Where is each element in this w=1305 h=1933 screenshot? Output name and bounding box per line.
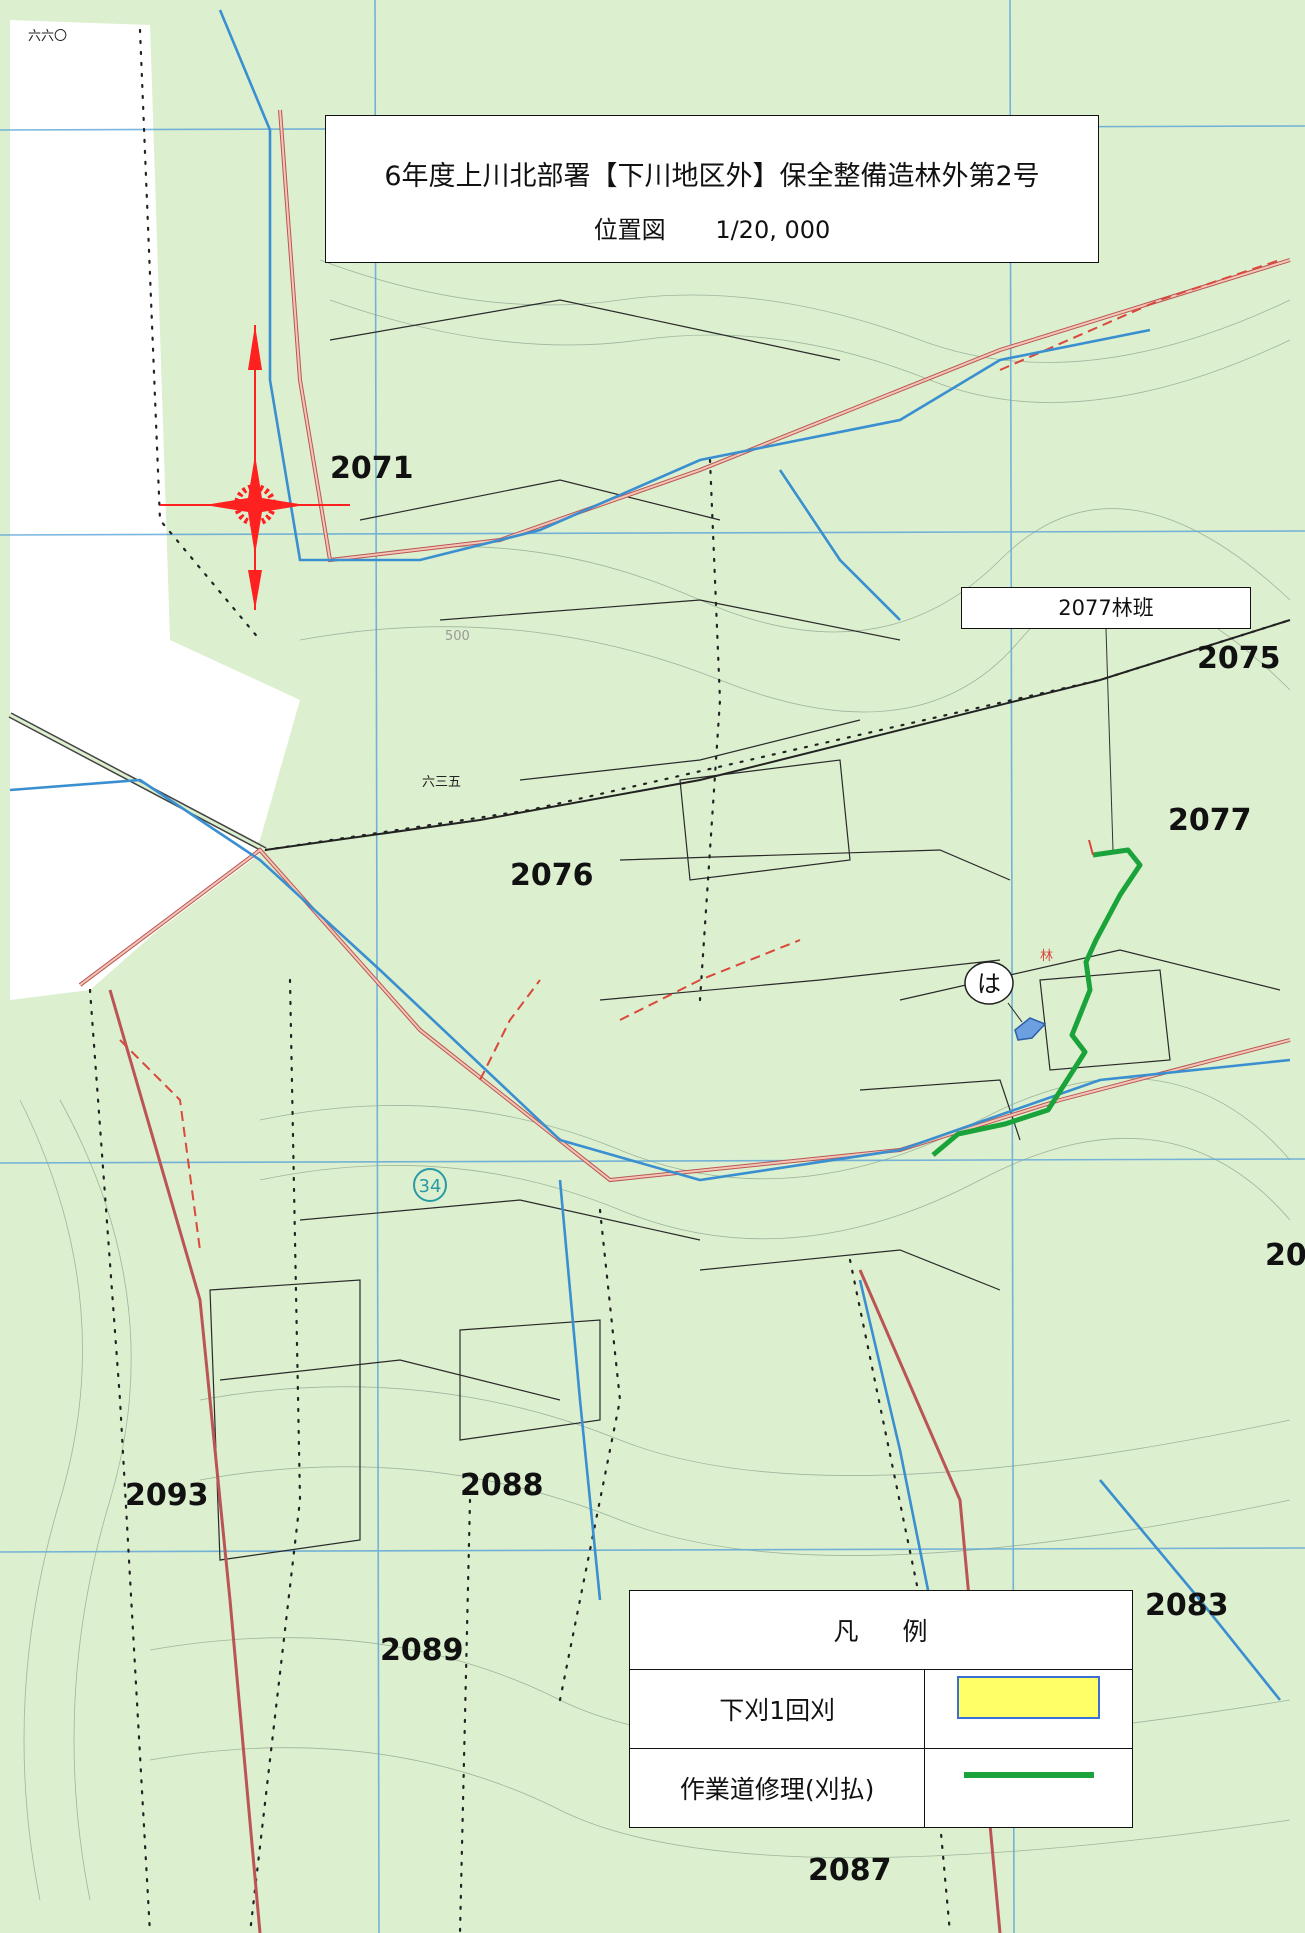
compartment-2071: 2071	[330, 451, 414, 486]
callout-label-box: 2077林班	[961, 587, 1251, 629]
compartment-2087: 2087	[808, 1853, 892, 1888]
map-scale: 1/20, 000	[715, 216, 831, 244]
legend-header: 凡例	[629, 1590, 1133, 1670]
compartment-2075: 2075	[1197, 641, 1281, 676]
compartment-2076: 2076	[510, 858, 594, 893]
svg-text:林: 林	[1040, 949, 1053, 964]
svg-text:34: 34	[419, 1176, 442, 1197]
compartment-2083: 2083	[1145, 1588, 1229, 1623]
callout-leader	[1105, 628, 1114, 851]
title-box: 6年度上川北部署【下川地区外】保全整備造林外第2号 位置図 1/20, 000	[325, 115, 1099, 263]
compartment-2093: 2093	[125, 1478, 209, 1513]
compartment-20-partial: 20	[1265, 1238, 1305, 1273]
target-area-icon	[1014, 1017, 1047, 1041]
compartment-2089: 2089	[380, 1633, 464, 1668]
svg-text:は: は	[977, 970, 1001, 998]
road-34-icon: 34	[413, 1168, 447, 1202]
map-title: 6年度上川北部署【下川地区外】保全整備造林外第2号	[384, 161, 1040, 192]
work-road-route	[931, 847, 1143, 1157]
benchmark-label: 六三五	[422, 775, 461, 790]
compartment-2077: 2077	[1168, 803, 1252, 838]
legend-swatch-green-line	[963, 1771, 1094, 1778]
area-marker: は	[964, 961, 1014, 1005]
contour-label: 500	[445, 629, 470, 644]
compass-rose-icon	[160, 325, 350, 610]
legend-label-mowing: 下刈1回刈	[628, 1669, 926, 1749]
legend-swatch-yellow	[957, 1676, 1101, 1719]
legend-table: 凡例 下刈1回刈 作業道修理(刈払)	[628, 1590, 1133, 1828]
legend-label-work-road: 作業道修理(刈払)	[628, 1748, 926, 1828]
benchmark-label: 六六〇	[28, 29, 67, 44]
map-subtitle: 位置図	[593, 216, 666, 244]
compartment-2088: 2088	[460, 1468, 544, 1503]
